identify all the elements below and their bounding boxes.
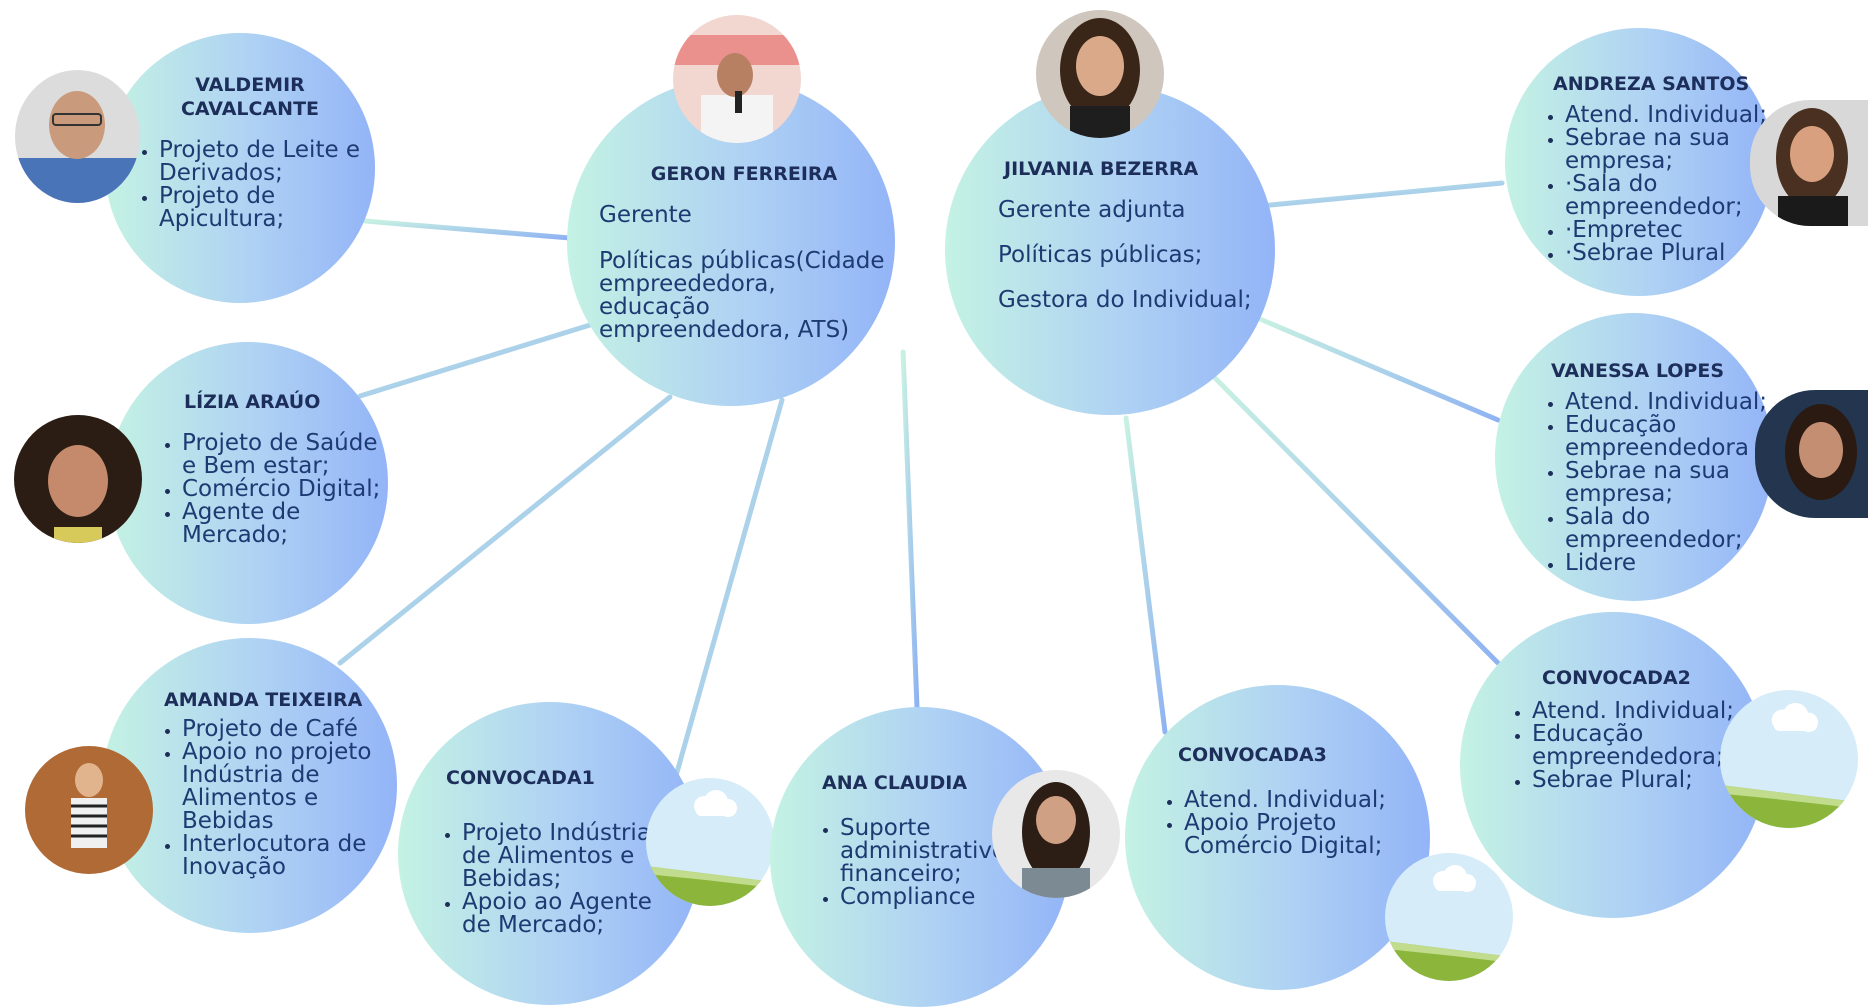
node-detail: Políticas públicas;: [998, 242, 1203, 268]
task-item: Projeto de Saúde e Bem estar;: [182, 432, 388, 478]
task-item: Projeto de Leite e Derivados;: [159, 139, 365, 185]
task-item: Comércio Digital;: [182, 478, 388, 501]
task-list: Projeto Indústria de Alimentos e Bebidas…: [438, 822, 678, 937]
avatar-jilvania: [1036, 10, 1164, 138]
connector-valdemir: [362, 218, 573, 241]
task-item: ·Sebrae Plural: [1565, 242, 1771, 265]
task-item: Projeto de Apicultura;: [159, 185, 365, 231]
connector-lizia: [357, 322, 593, 399]
node-andreza: ANDREZA SANTOS Atend. Individual; Sebrae…: [1505, 28, 1773, 296]
node-name: CONVOCADA1: [446, 767, 595, 789]
node-lizia: LÍZIA ARAÚO Projeto de Saúde e Bem estar…: [108, 342, 388, 624]
node-name: VALDEMIR CAVALCANTE: [180, 74, 320, 120]
node-role: Gerente: [599, 202, 692, 228]
node-detail: Gestora do Individual;: [998, 287, 1252, 313]
task-item: Suporte administrativo financeiro;: [840, 817, 1056, 886]
task-item: Sebrae Plural;: [1532, 769, 1748, 792]
node-vanessa: VANESSA LOPES Atend. Individual; Educaçã…: [1495, 313, 1773, 601]
task-list: Atend. Individual; Sebrae na sua empresa…: [1541, 104, 1771, 265]
task-item: Interlocutora de Inovação: [182, 833, 398, 879]
task-item: Projeto de Café: [182, 718, 398, 741]
avatar-geron: [673, 15, 801, 143]
task-item: ·Empretec: [1565, 219, 1771, 242]
node-name: CONVOCADA3: [1178, 744, 1327, 766]
avatar-vanessa: [1755, 390, 1868, 518]
task-list: Suporte administrativo financeiro; Compl…: [816, 817, 1056, 909]
task-item: Sebrae na sua empresa;: [1565, 127, 1771, 173]
connector-convocada2: [1212, 375, 1501, 666]
node-detail: Políticas públicas(Cidade empreededora, …: [599, 248, 885, 343]
node-amanda: AMANDA TEIXEIRA Projeto de Café Apoio no…: [102, 638, 397, 933]
avatar-ana: [992, 770, 1120, 898]
node-convocada2: CONVOCADA2 Atend. Individual; Educação e…: [1460, 612, 1766, 918]
node-convocada3: CONVOCADA3 Atend. Individual; Apoio Proj…: [1125, 685, 1430, 990]
task-item: Apoio no projeto Indústria de Alimentos …: [182, 741, 398, 833]
task-item: Atend. Individual;: [1184, 789, 1420, 812]
node-name: ANA CLAUDIA: [822, 772, 968, 794]
connector-convocada3: [1123, 415, 1168, 735]
task-item: Apoio Projeto Comércio Digital;: [1184, 812, 1420, 858]
node-jilvania: JILVANIA BEZERRA Gerente adjunta Polític…: [945, 85, 1275, 415]
connector-convocada1: [669, 397, 785, 793]
node-name: JILVANIA BEZERRA: [1004, 158, 1199, 180]
task-item: Compliance: [840, 886, 1056, 909]
task-item: Atend. Individual;: [1532, 700, 1748, 723]
task-item: Atend. Individual;: [1565, 104, 1771, 127]
task-item: Projeto Indústria de Alimentos e Bebidas…: [462, 822, 678, 891]
photo-placeholder: [1720, 690, 1858, 828]
task-item: Sebrae na sua empresa;: [1565, 460, 1781, 506]
connector-andreza: [1267, 180, 1505, 208]
node-name: CONVOCADA2: [1542, 667, 1691, 689]
avatar-valdemir: [15, 70, 140, 203]
task-item: ·Sala do empreendedor;: [1565, 173, 1771, 219]
node-role: Gerente adjunta: [998, 197, 1186, 223]
task-list: Atend. Individual; Educação empreendedor…: [1508, 700, 1748, 792]
node-name: GERON FERREIRA: [650, 163, 838, 185]
photo-placeholder: [646, 778, 774, 906]
task-list: Projeto de Café Apoio no projeto Indústr…: [158, 718, 398, 879]
connector-amanda: [337, 394, 673, 666]
task-item: Atend. Individual;: [1565, 391, 1781, 414]
task-item: Educação empreendedora;: [1532, 723, 1748, 769]
task-list: Atend. Individual; Apoio Projeto Comérci…: [1160, 789, 1420, 858]
avatar-amanda: [25, 746, 153, 874]
task-list: Projeto de Saúde e Bem estar; Comércio D…: [158, 432, 388, 547]
node-name: LÍZIA ARAÚO: [184, 391, 321, 413]
connector-ana: [900, 349, 920, 711]
task-item: Agente de Mercado;: [182, 501, 388, 547]
task-list: Projeto de Leite e Derivados; Projeto de…: [135, 139, 365, 231]
photo-placeholder: [1385, 853, 1513, 981]
node-name: VANESSA LOPES: [1551, 360, 1725, 382]
task-item: Sala do empreendedor;: [1565, 506, 1781, 552]
node-name: ANDREZA SANTOS: [1553, 73, 1750, 95]
task-item: Educação empreendedora: [1565, 414, 1781, 460]
avatar-lizia: [14, 415, 142, 543]
avatar-andreza: [1750, 100, 1868, 226]
connector-vanessa: [1257, 316, 1501, 423]
task-list: Atend. Individual; Educação empreendedor…: [1541, 391, 1781, 575]
task-item: Apoio ao Agente de Mercado;: [462, 891, 678, 937]
task-item: Lidere: [1565, 552, 1781, 575]
node-name: AMANDA TEIXEIRA: [164, 689, 363, 711]
node-valdemir: VALDEMIR CAVALCANTE Projeto de Leite e D…: [105, 33, 375, 303]
